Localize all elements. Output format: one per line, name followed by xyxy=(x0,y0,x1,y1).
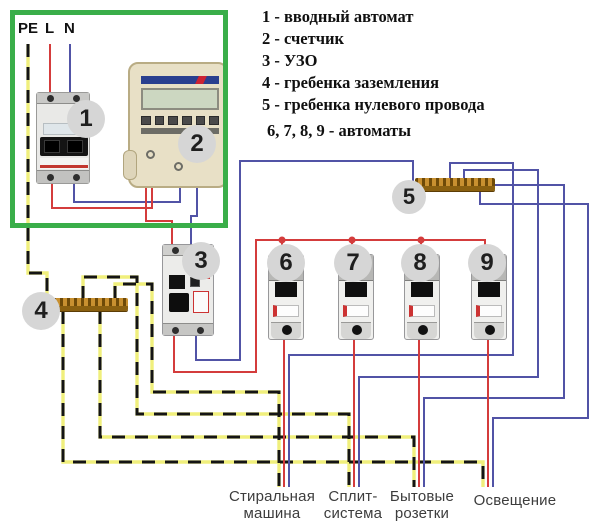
legend-item-3: 3 - УЗО xyxy=(262,51,318,70)
meter-buttons xyxy=(141,116,220,125)
legend-item-1: 1 - вводный автомат xyxy=(262,7,414,26)
meter-label-row xyxy=(141,128,219,134)
badge-breaker-8: 8 xyxy=(401,244,439,282)
meter-mounting-foot xyxy=(123,150,137,180)
legend-item-6: 6, 7, 8, 9 - автоматы xyxy=(267,121,412,140)
meter-lcd-display xyxy=(141,88,219,110)
badge-breaker-6: 6 xyxy=(267,244,305,282)
neutral-busbar xyxy=(415,178,495,191)
badge-main-breaker: 1 xyxy=(67,100,105,138)
legend-item-4: 4 - гребенка заземления xyxy=(262,73,440,92)
badge-neutral-bus: 5 xyxy=(392,180,426,214)
meter-brand-bar xyxy=(141,76,219,84)
neutral-terminal-label: N xyxy=(64,20,75,37)
rcd-rating-tag xyxy=(193,291,209,313)
breaker-toggle xyxy=(40,137,88,156)
badge-breaker-9: 9 xyxy=(468,244,506,282)
legend-item-2: 2 - счетчик xyxy=(262,29,345,48)
breaker-bottom-terminals xyxy=(37,170,89,183)
rcd-bottom-terminals xyxy=(163,323,213,335)
line-terminal-label: L xyxy=(45,20,55,37)
meter-seal-icon xyxy=(174,162,183,171)
badge-rcd: 3 xyxy=(182,242,220,280)
rcd-test-button xyxy=(169,275,185,289)
load-label-washer: Стиральная машина xyxy=(228,488,316,522)
breaker-top-terminals xyxy=(37,93,89,104)
legend: 1 - вводный автомат 2 - счетчик 3 - УЗО … xyxy=(262,6,597,142)
ground-busbar xyxy=(46,298,128,311)
load-label-split: Сплит- система xyxy=(323,488,383,522)
badge-meter: 2 xyxy=(178,125,216,163)
load-label-light: Освещение xyxy=(473,492,557,509)
rcd-toggle xyxy=(169,293,189,312)
badge-ground-bus: 4 xyxy=(22,292,60,330)
legend-item-5: 5 - гребенка нулевого провода xyxy=(262,95,485,114)
badge-breaker-7: 7 xyxy=(334,244,372,282)
breaker-label-strip xyxy=(40,158,88,169)
neutral-wires xyxy=(69,44,589,487)
load-label-sockets: Бытовые розетки xyxy=(389,488,455,522)
pe-terminal-label: PE xyxy=(18,20,39,37)
energy-meter-device xyxy=(123,62,228,188)
pe-wire-dash-layer xyxy=(26,44,485,487)
meter-seal-icon xyxy=(146,150,155,159)
